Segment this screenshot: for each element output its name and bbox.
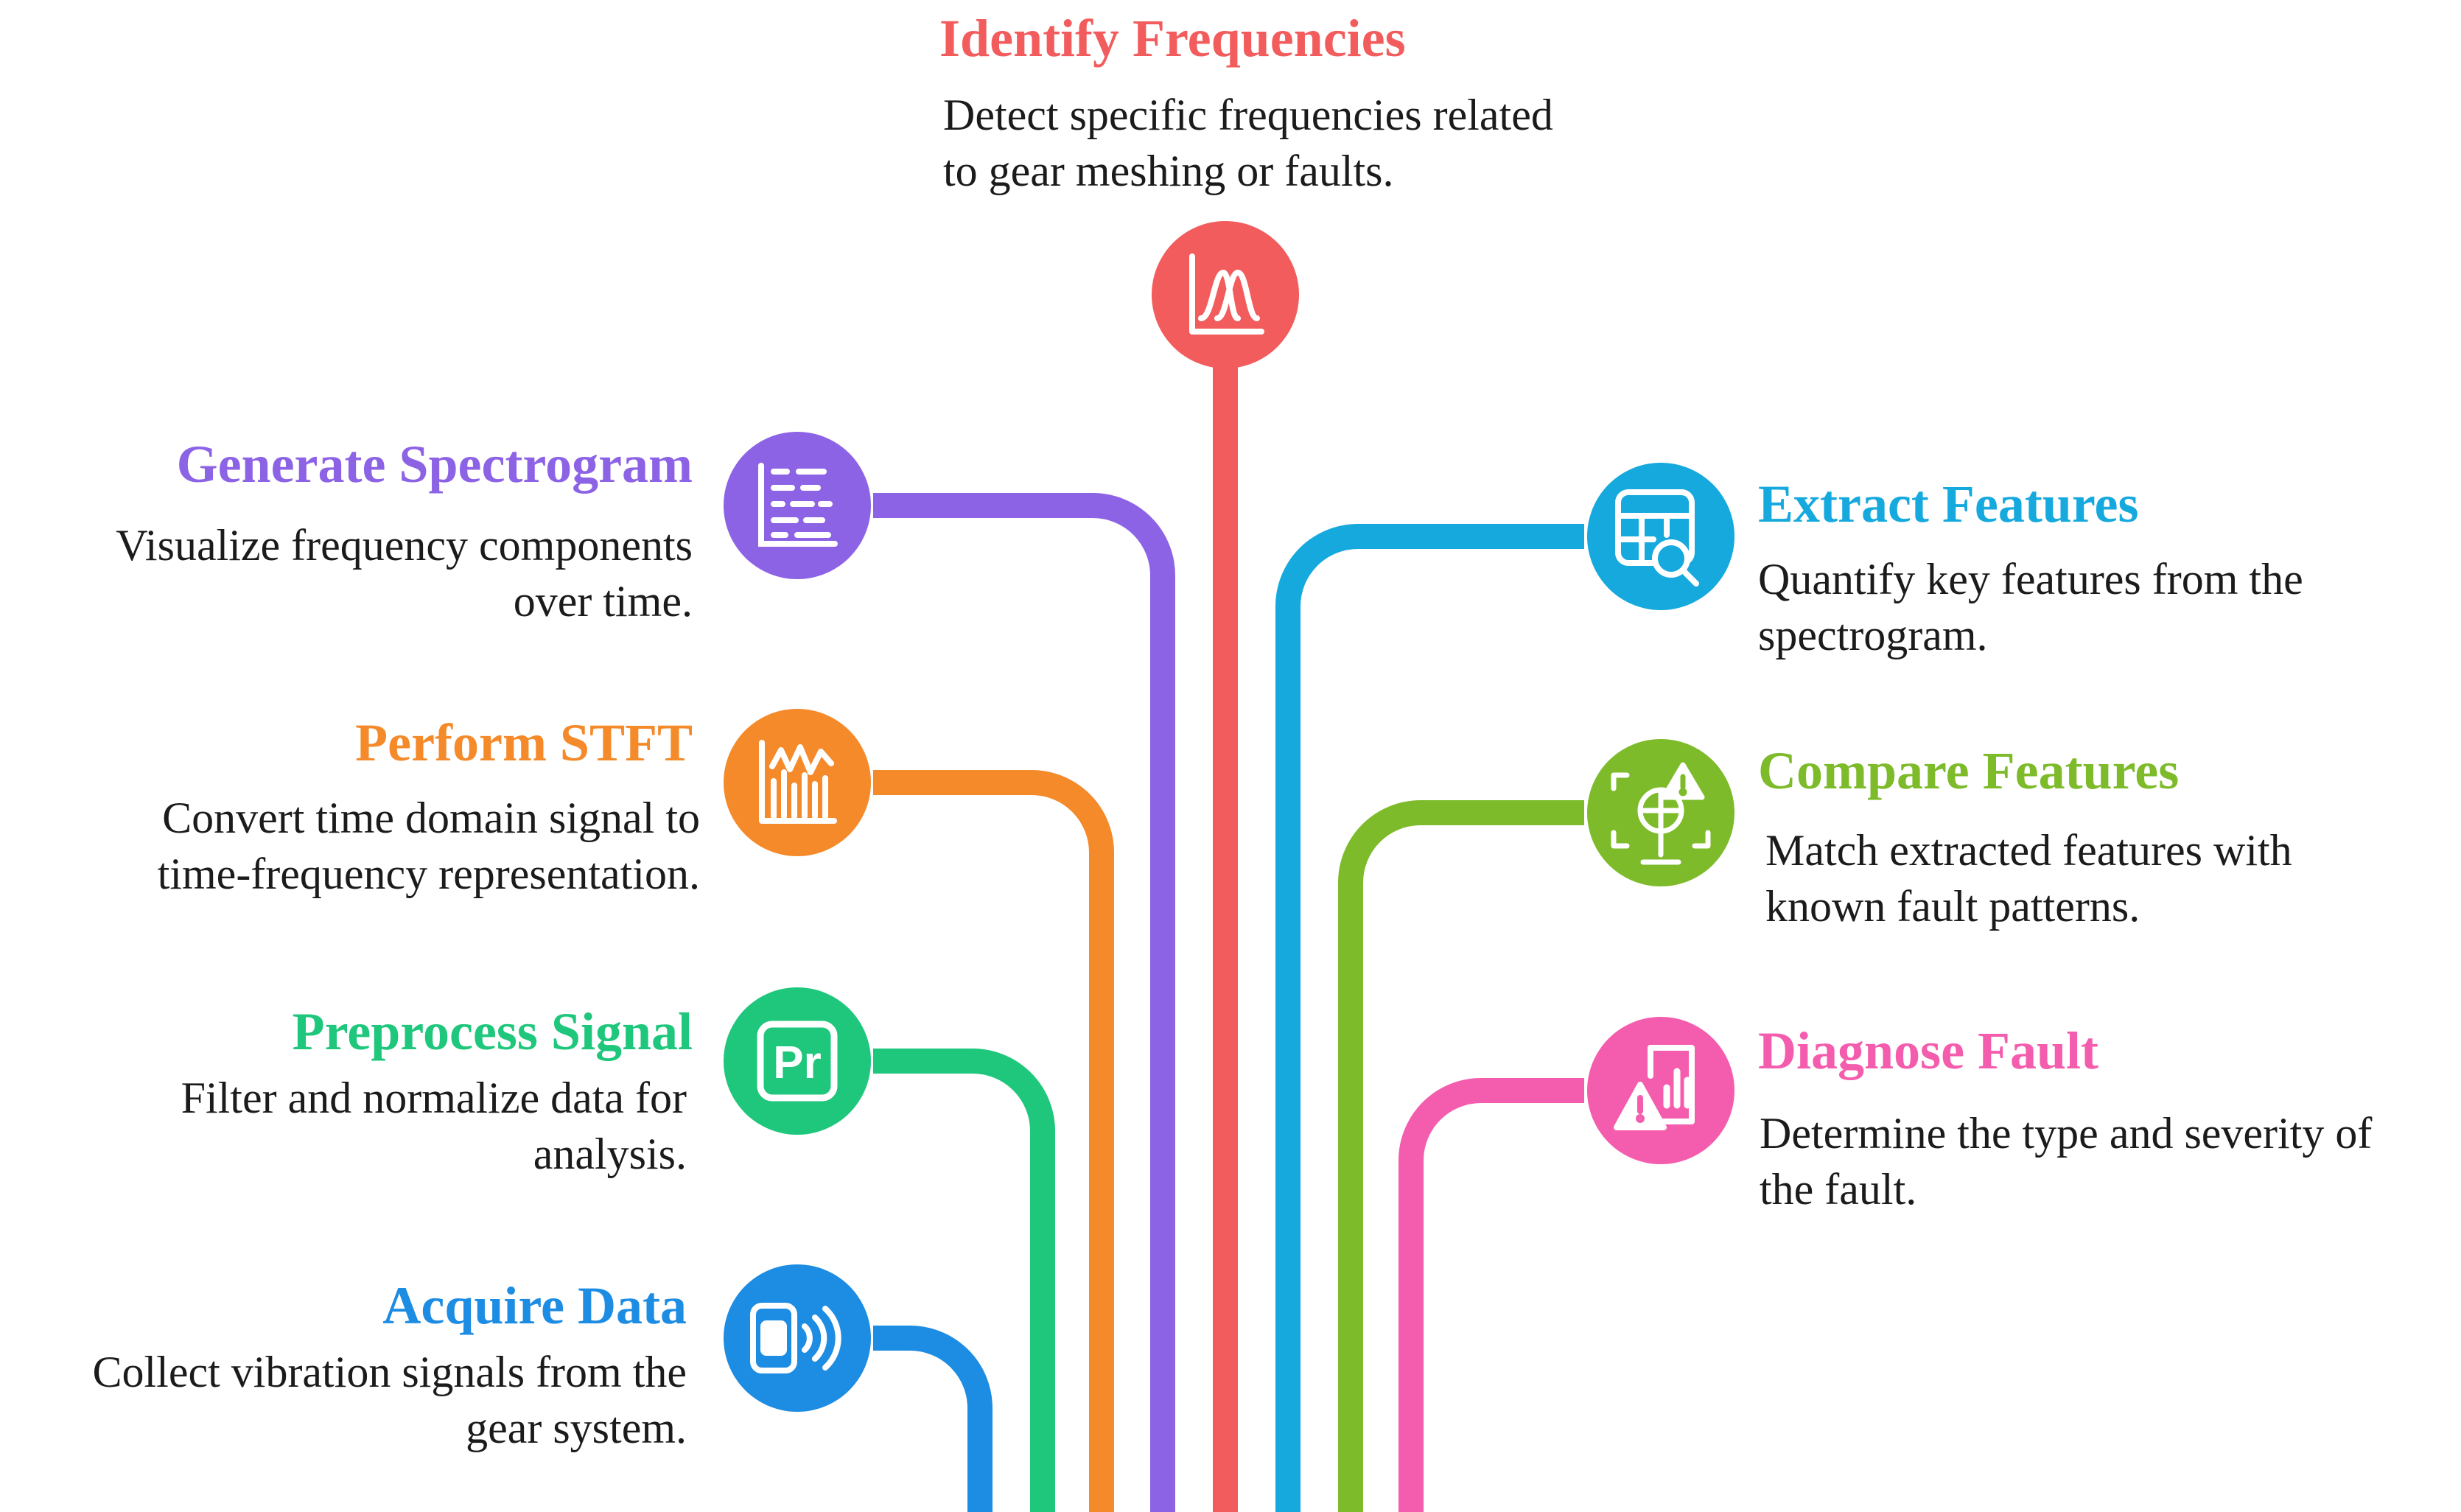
desc-compare-line-1: Match extracted features with xyxy=(1765,826,2292,875)
desc-diagnose-line-1: Determine the type and severity of xyxy=(1760,1109,2373,1158)
title-preprocess: Preprocess Signal xyxy=(292,1002,693,1061)
desc-stft-line-1: Convert time domain signal to xyxy=(162,794,700,842)
connector-extract xyxy=(1275,524,1584,1512)
node-stft xyxy=(724,709,871,856)
desc-preprocess-line-1: Filter and normalize data for xyxy=(181,1074,687,1122)
waveform-bars-icon xyxy=(759,740,837,824)
desc-acquire-line-2: gear system. xyxy=(466,1404,687,1452)
desc-spectrogram: Visualize frequency components over time… xyxy=(116,517,693,629)
desc-stft: Convert time domain signal to time-frequ… xyxy=(158,790,700,902)
spectrogram-icon xyxy=(758,463,838,547)
desc-stft-line-2: time-frequency representation. xyxy=(157,850,700,898)
node-spectrogram xyxy=(724,432,871,579)
desc-identify-line-2: to gear meshing or faults. xyxy=(943,147,1394,195)
desc-preprocess-line-2: analysis. xyxy=(533,1130,687,1178)
title-diagnose: Diagnose Fault xyxy=(1758,1021,2099,1080)
desc-acquire: Collect vibration signals from the gear … xyxy=(92,1344,687,1456)
desc-spectrogram-line-2: over time. xyxy=(513,577,693,626)
desc-preprocess: Filter and normalize data for analysis. xyxy=(181,1070,687,1182)
desc-extract-line-2: spectrogram. xyxy=(1758,611,1988,659)
connector-diagnose xyxy=(1398,1078,1584,1512)
compare-alert-icon xyxy=(1611,762,1711,865)
gaussian-peaks-icon xyxy=(1189,253,1264,335)
desc-extract: Quantify key features from the spectrogr… xyxy=(1758,551,2303,663)
desc-extract-line-1: Quantify key features from the xyxy=(1758,555,2303,603)
title-acquire: Acquire Data xyxy=(382,1276,687,1335)
connector-preprocess xyxy=(873,1049,1055,1512)
connector-spectrogram xyxy=(873,493,1175,1512)
title-compare: Compare Features xyxy=(1758,741,2180,800)
node-acquire xyxy=(724,1264,871,1412)
desc-identify: Detect specific frequencies related to g… xyxy=(943,87,1553,199)
connector-acquire xyxy=(873,1326,993,1512)
node-compare xyxy=(1587,739,1734,886)
title-identify: Identify Frequencies xyxy=(939,9,1406,68)
diagnose-alert-icon xyxy=(1614,1045,1695,1130)
pr-icon xyxy=(757,1021,838,1102)
desc-compare: Match extracted features with known faul… xyxy=(1765,822,2292,934)
node-preprocess: Pr xyxy=(724,987,871,1135)
desc-diagnose: Determine the type and severity of the f… xyxy=(1760,1105,2372,1217)
connector-stft xyxy=(873,770,1114,1512)
connector-compare xyxy=(1338,800,1584,1512)
desc-spectrogram-line-1: Visualize frequency components xyxy=(116,521,693,570)
desc-identify-line-1: Detect specific frequencies related xyxy=(943,91,1553,139)
vibration-sensor-icon xyxy=(750,1303,841,1373)
table-search-icon xyxy=(1615,489,1699,587)
desc-diagnose-line-2: the fault. xyxy=(1760,1165,1917,1214)
desc-acquire-line-1: Collect vibration signals from the xyxy=(92,1348,687,1396)
title-extract: Extract Features xyxy=(1758,475,2139,533)
title-stft: Perform STFT xyxy=(355,713,693,772)
node-identify xyxy=(1152,221,1299,368)
node-diagnose xyxy=(1587,1017,1734,1164)
node-extract xyxy=(1587,463,1734,610)
desc-compare-line-2: known fault patterns. xyxy=(1765,882,2140,931)
pr-icon-text: Pr xyxy=(773,1037,821,1088)
title-spectrogram: Generate Spectrogram xyxy=(176,435,693,494)
